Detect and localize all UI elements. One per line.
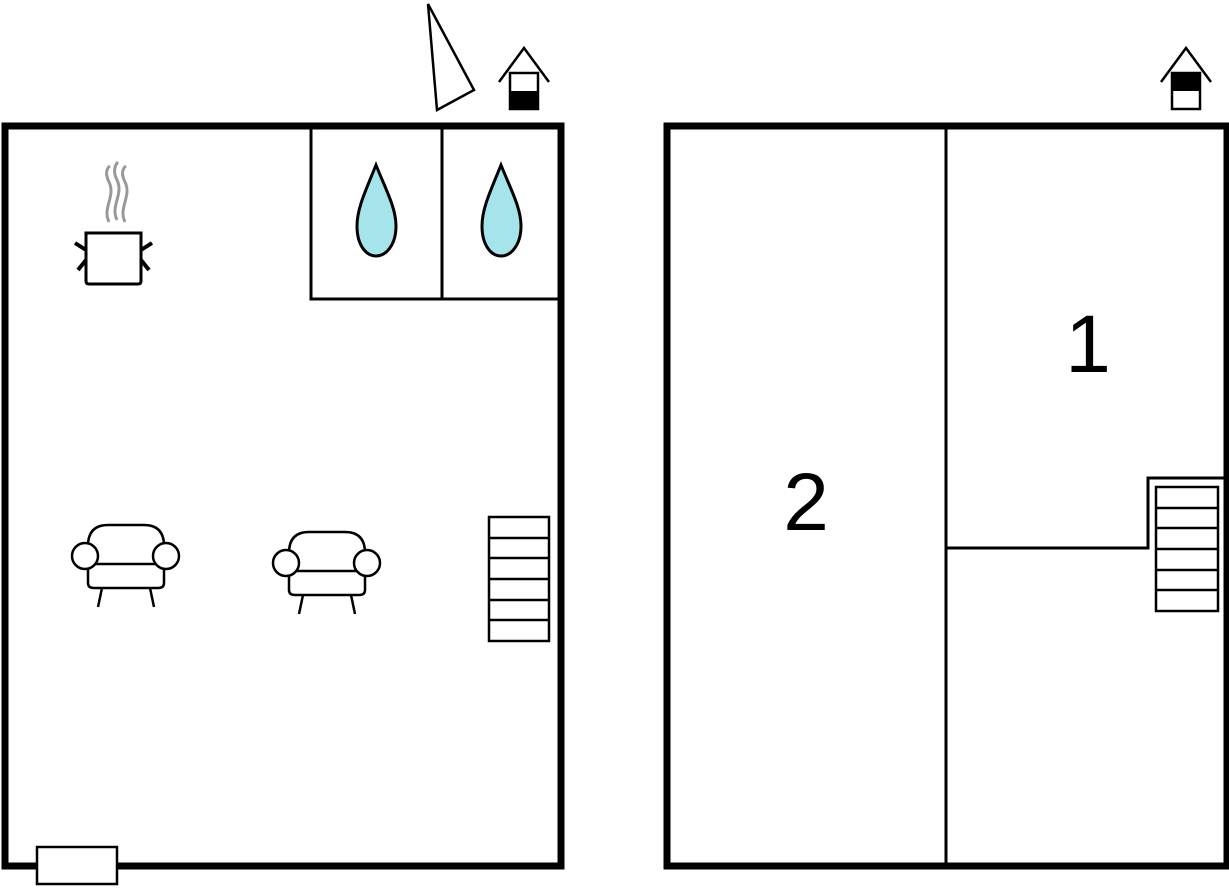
floor-level-icon [497,45,551,111]
room-label-2: 2 [783,457,829,548]
armchair-icon [70,523,181,608]
staircase-icon [1154,485,1220,613]
staircase-icon [487,515,551,643]
bathroom-water-icon [480,160,523,258]
upper-floor-plan: 1 2 [663,45,1229,870]
bathroom-water-icon [355,160,398,258]
radiator-icon [35,845,119,886]
ground-floor-outer-wall [1,122,565,870]
floor-level-icon [1159,45,1213,111]
room-label-1: 1 [1065,299,1111,390]
bathroom-partition-wall [309,126,558,301]
ground-floor-plan [1,3,565,886]
kitchen-pot-icon [73,160,154,286]
north-arrow-icon [426,3,476,113]
armchair-icon [271,530,382,615]
upper-floor-partition-wall [944,126,1227,866]
